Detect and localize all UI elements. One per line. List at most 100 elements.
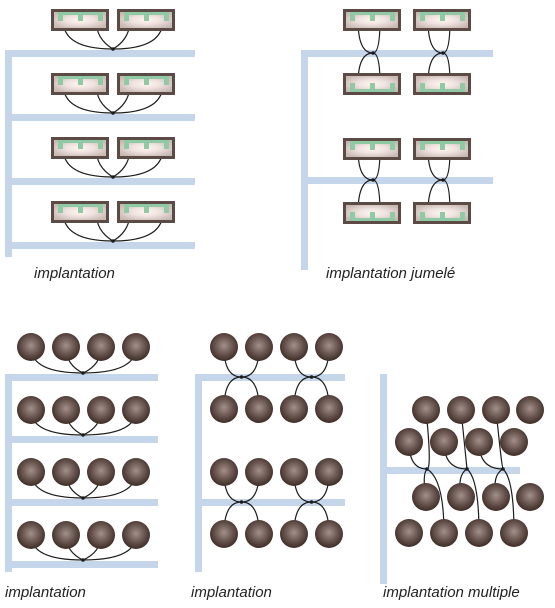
globe-luminaire-icon [87, 458, 115, 486]
rail [5, 52, 12, 257]
globe-luminaire-icon [315, 395, 343, 423]
rectangular-luminaire-icon [117, 9, 175, 31]
junction-node [239, 375, 244, 379]
junction-node [501, 467, 505, 471]
junction-node [371, 178, 375, 182]
rectangular-luminaire-icon [343, 9, 401, 31]
rail [301, 50, 493, 57]
rectangular-luminaire-icon [117, 73, 175, 95]
rail [195, 499, 345, 506]
rail [5, 50, 195, 57]
luminaires [17, 9, 544, 549]
rectangular-luminaire-icon [413, 138, 471, 160]
rail [5, 178, 195, 185]
globe-luminaire-icon [430, 428, 458, 456]
globe-luminaire-icon [412, 483, 440, 511]
rectangular-luminaire-icon [413, 9, 471, 31]
junction-node [111, 47, 115, 51]
rail [301, 52, 308, 270]
globe-luminaire-icon [280, 520, 308, 548]
rail [5, 561, 158, 568]
globe-luminaire-icon [122, 521, 150, 549]
rectangular-luminaire-icon [51, 73, 109, 95]
globe-luminaire-icon [465, 428, 493, 456]
globe-luminaire-icon [447, 483, 475, 511]
junction-node [81, 433, 85, 437]
globe-luminaire-icon [465, 519, 493, 547]
wire [30, 346, 137, 374]
rectangular-luminaire-icon [117, 201, 175, 223]
junction-node [425, 467, 429, 471]
rail [5, 499, 158, 506]
globe-luminaire-icon [87, 521, 115, 549]
junction-node [81, 496, 85, 500]
junction-node [441, 51, 445, 55]
junction-node [111, 111, 115, 115]
globe-luminaire-icon [17, 458, 45, 486]
globe-luminaire-icon [52, 333, 80, 361]
globe-luminaire-icon [122, 333, 150, 361]
junction-node [111, 239, 115, 243]
rail [380, 467, 520, 474]
rectangular-luminaire-icon [413, 202, 471, 224]
globe-luminaire-icon [482, 483, 510, 511]
globe-luminaire-icon [280, 395, 308, 423]
globe-luminaire-icon [52, 396, 80, 424]
caption-implantation-multiple: implantation multiple [383, 584, 520, 601]
globe-luminaire-icon [52, 521, 80, 549]
globe-luminaire-icon [87, 396, 115, 424]
mounting-rails [5, 50, 520, 584]
caption-implantation-globes: implantation [5, 584, 86, 601]
globe-luminaire-icon [395, 519, 423, 547]
rail [5, 375, 12, 572]
caption-implantation-jumele: implantation jumelé [326, 265, 456, 282]
globe-luminaire-icon [482, 396, 510, 424]
junction-node [309, 375, 314, 379]
junction-node [371, 51, 375, 55]
globe-luminaire-icon [210, 458, 238, 486]
globe-luminaire-icon [516, 483, 544, 511]
junction-node [239, 500, 244, 504]
globe-luminaire-icon [87, 333, 115, 361]
junction-node [81, 371, 85, 375]
rail [301, 177, 493, 184]
globe-luminaire-icon [17, 521, 45, 549]
globe-luminaire-icon [52, 458, 80, 486]
rail [195, 374, 345, 381]
globe-luminaire-icon [412, 396, 440, 424]
rail [5, 374, 158, 381]
globe-luminaire-icon [122, 396, 150, 424]
rectangular-luminaire-icon [51, 9, 109, 31]
junction-node [81, 558, 85, 562]
junction-node [441, 178, 445, 182]
junction-node [465, 467, 469, 471]
globe-luminaire-icon [122, 458, 150, 486]
rectangular-luminaire-icon [413, 73, 471, 95]
rectangular-luminaire-icon [343, 138, 401, 160]
globe-luminaire-icon [245, 395, 273, 423]
globe-luminaire-icon [210, 333, 238, 361]
junction-node [309, 500, 314, 504]
globe-luminaire-icon [447, 396, 475, 424]
rectangular-luminaire-icon [343, 73, 401, 95]
rectangular-luminaire-icon [117, 137, 175, 159]
globe-luminaire-icon [516, 396, 544, 424]
globe-luminaire-icon [315, 333, 343, 361]
wiring [30, 19, 515, 562]
rectangular-luminaire-icon [51, 137, 109, 159]
globe-luminaire-icon [315, 520, 343, 548]
globe-luminaire-icon [315, 458, 343, 486]
rail [195, 375, 202, 572]
globe-luminaire-icon [500, 519, 528, 547]
junction-node [111, 175, 115, 179]
globe-luminaire-icon [430, 519, 458, 547]
globe-luminaire-icon [210, 395, 238, 423]
globe-luminaire-icon [280, 458, 308, 486]
globe-luminaire-icon [280, 333, 308, 361]
globe-luminaire-icon [17, 396, 45, 424]
rail [5, 436, 158, 443]
wire [30, 471, 137, 499]
globe-luminaire-icon [245, 333, 273, 361]
rectangular-luminaire-icon [343, 202, 401, 224]
